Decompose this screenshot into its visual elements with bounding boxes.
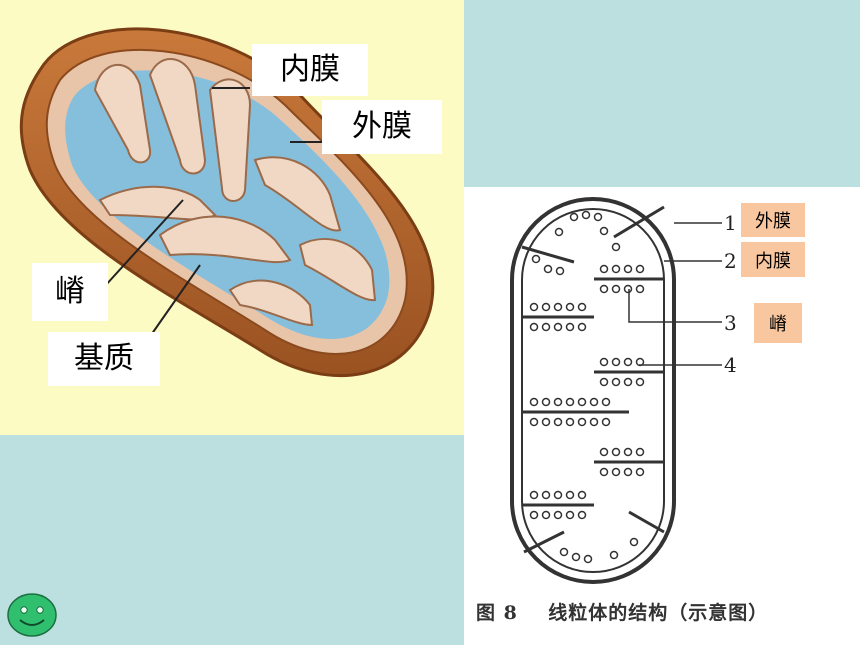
mitochondrion-schematic-drawing: [510, 197, 722, 584]
mitochondrion-schematic-panel: 1 2 3 4 外膜 内膜 嵴: [464, 187, 860, 645]
label-matrix: 基质: [48, 332, 160, 386]
mitochondrion-3d-drawing: [19, 27, 435, 378]
diagram-number-2: 2: [724, 249, 737, 273]
label-outer-membrane: 外膜: [322, 100, 442, 154]
figure-caption: 图 8 线粒体的结构（示意图）: [476, 602, 769, 624]
diagram-number-3: 3: [724, 311, 737, 335]
tag-outer-membrane: 外膜: [741, 203, 805, 237]
diagram-number-1: 1: [724, 211, 737, 235]
label-crista: 嵴: [32, 263, 108, 321]
cristae-folds: [93, 58, 377, 327]
tag-crista: 嵴: [754, 303, 802, 343]
diagram-number-4: 4: [724, 353, 737, 377]
label-inner-membrane: 内膜: [252, 44, 368, 96]
mitochondrion-illustration-panel: 内膜 外膜 嵴 基质: [0, 0, 464, 435]
tag-inner-membrane: 内膜: [741, 242, 805, 277]
smiley-face-icon[interactable]: [6, 592, 58, 638]
